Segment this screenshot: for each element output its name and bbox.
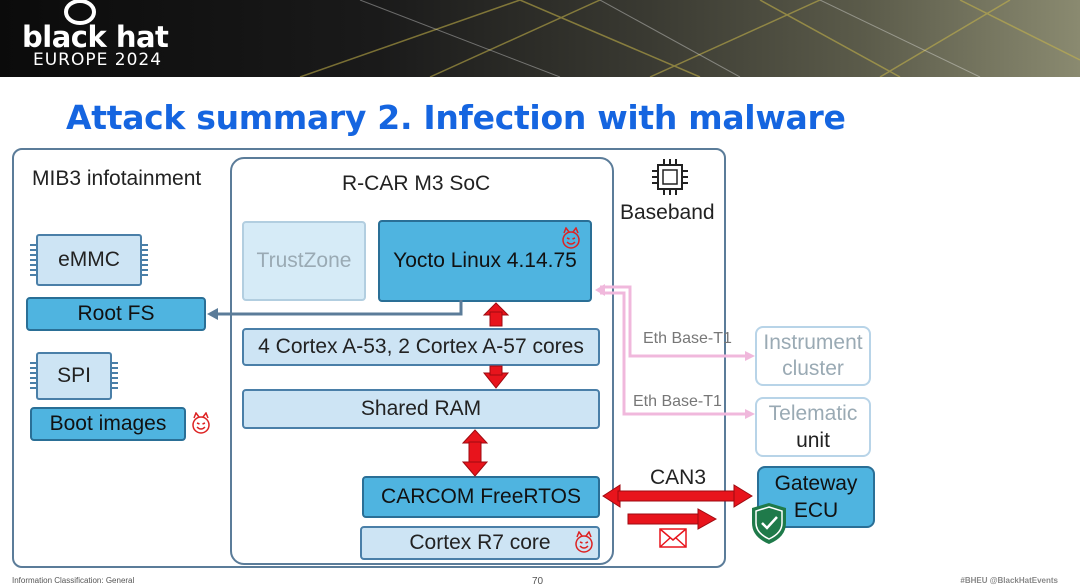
gateway-ecu-box: Gateway ECU <box>757 466 875 528</box>
mib3-label: MIB3 infotainment <box>32 167 202 190</box>
yocto-label: Yocto Linux 4.14.75 <box>393 249 577 272</box>
cortex-a-box: 4 Cortex A-53, 2 Cortex A-57 cores <box>242 328 600 366</box>
hashtags: #BHEU @BlackHatEvents <box>960 576 1058 585</box>
header-banner: black hat EUROPE 2024 <box>0 0 1080 77</box>
shared-ram-label: Shared RAM <box>360 397 482 420</box>
soc-label: R-CAR M3 SoC <box>342 172 491 195</box>
carcom-label: CARCOM FreeRTOS <box>381 485 581 508</box>
devil-icon <box>575 531 593 553</box>
eth-label-1: Eth Base-T1 <box>643 330 732 347</box>
devil-icon <box>192 412 210 434</box>
eth-label-2: Eth Base-T1 <box>633 393 722 410</box>
devil-icon <box>562 227 580 249</box>
eth-arrowhead-telematic <box>745 409 755 419</box>
telematic-label-1: Telematic <box>768 402 858 425</box>
carcom-box: CARCOM FreeRTOS <box>362 476 600 518</box>
cortex-r7-box: Cortex R7 core <box>360 526 600 560</box>
shared-ram-box: Shared RAM <box>242 389 600 429</box>
baseband-label: Baseband <box>620 201 715 224</box>
spi-chip: SPI <box>30 352 118 400</box>
rootfs-label: Root FS <box>77 302 155 325</box>
classification-label: Information Classification: General <box>12 576 135 585</box>
gateway-ecu-label: Gateway ECU <box>774 472 858 522</box>
eth-arrowhead-instrument <box>745 351 755 361</box>
red-arrow-can-right <box>733 484 753 508</box>
telematic-label-2: unit <box>796 429 830 452</box>
instrument-cluster-box: Instrument cluster <box>755 326 871 386</box>
trustzone-label: TrustZone <box>256 249 352 272</box>
cortex-r7-label: Cortex R7 core <box>409 531 551 554</box>
trustzone-box: TrustZone <box>242 221 366 301</box>
emmc-label: eMMC <box>58 248 120 271</box>
page-number: 70 <box>532 576 544 587</box>
boot-images-label: Boot images <box>49 412 167 435</box>
rootfs-box: Root FS <box>26 297 206 331</box>
chip-icon <box>652 159 688 195</box>
boot-images-box: Boot images <box>30 407 186 441</box>
emmc-chip: eMMC <box>30 234 148 286</box>
instrument-cluster-label: Instrument cluster <box>763 331 863 380</box>
hat-icon <box>64 0 96 25</box>
logo-subtitle: EUROPE 2024 <box>33 50 163 70</box>
telematic-unit-box: Telematic unit <box>755 397 871 457</box>
yocto-box: Yocto Linux 4.14.75 <box>378 220 592 302</box>
spi-label: SPI <box>57 364 91 387</box>
logo-wordmark: black hat <box>22 20 169 54</box>
banner-decoration <box>299 0 1080 77</box>
can-label: CAN3 <box>650 466 707 489</box>
cortex-a-label: 4 Cortex A-53, 2 Cortex A-57 cores <box>258 335 584 358</box>
slide-title: Attack summary 2. Infection with malware <box>66 98 846 137</box>
